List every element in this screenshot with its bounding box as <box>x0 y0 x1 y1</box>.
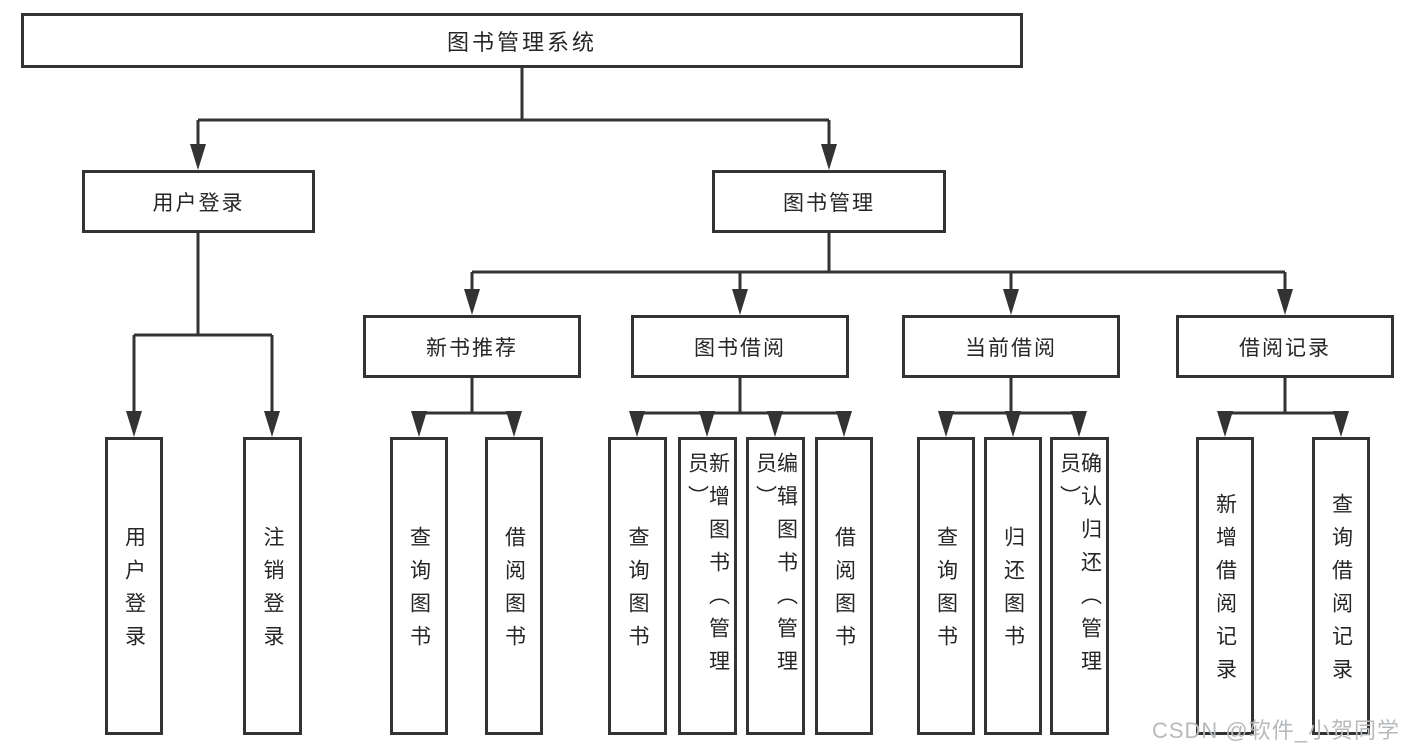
csdn-watermark: CSDN @软件_小贺同学 <box>1151 718 1400 743</box>
leaf-query-borrow-record: 查询借阅记录 <box>1312 437 1370 735</box>
leaf-edit-books-admin: 编辑图书（管理员） <box>746 437 805 735</box>
node-label: 借阅记录 <box>1239 336 1331 360</box>
node-label: 图书借阅 <box>694 336 786 360</box>
leaf-label: 查询图书 <box>407 526 431 658</box>
leaf-label: 借阅图书 <box>502 526 526 658</box>
node-current-borrow: 当前借阅 <box>902 315 1120 378</box>
leaf-user-login: 用户登录 <box>105 437 163 735</box>
leaf-label: 查询借阅记录 <box>1329 493 1353 691</box>
leaf-logout-login: 注销登录 <box>243 437 302 735</box>
node-book-borrow: 图书借阅 <box>631 315 849 378</box>
node-label: 图书管理 <box>783 191 875 215</box>
leaf-borrow-books: 借阅图书 <box>815 437 873 735</box>
node-label: 当前借阅 <box>965 336 1057 360</box>
leaf-query-books-recommend: 查询图书 <box>390 437 448 735</box>
leaf-label: 查询图书 <box>626 526 649 658</box>
leaf-label: 查询图书 <box>934 526 958 658</box>
leaf-label: 归还图书 <box>1001 526 1025 658</box>
leaf-label: 新增图书（管理员） <box>685 452 730 683</box>
node-borrow-records: 借阅记录 <box>1176 315 1394 378</box>
node-user-login: 用户登录 <box>82 170 315 233</box>
connector-edges <box>132 68 1343 415</box>
leaf-label: 注销登录 <box>261 526 284 658</box>
leaf-add-books-admin: 新增图书（管理员） <box>678 437 737 735</box>
leaf-label: 新增借阅记录 <box>1213 493 1237 691</box>
leaf-return-books: 归还图书 <box>984 437 1042 735</box>
leaf-borrow-books-recommend: 借阅图书 <box>485 437 543 735</box>
node-book-management: 图书管理 <box>712 170 946 233</box>
leaf-query-books-borrow: 查询图书 <box>608 437 667 735</box>
leaf-confirm-return-admin: 确认归还（管理员） <box>1050 437 1109 735</box>
leaf-label: 编辑图书（管理员） <box>753 452 798 683</box>
leaf-query-books-current: 查询图书 <box>917 437 975 735</box>
node-label: 图书管理系统 <box>446 29 597 55</box>
node-label: 新书推荐 <box>426 336 518 360</box>
node-library-management-system: 图书管理系统 <box>21 13 1023 68</box>
node-label: 用户登录 <box>152 191 245 215</box>
arrowheads <box>126 144 1349 437</box>
leaf-add-borrow-record: 新增借阅记录 <box>1196 437 1254 735</box>
leaf-label: 借阅图书 <box>832 526 856 658</box>
leaf-label: 确认归还（管理员） <box>1057 452 1102 683</box>
leaf-label: 用户登录 <box>122 526 146 658</box>
node-new-book-recommend: 新书推荐 <box>363 315 581 378</box>
